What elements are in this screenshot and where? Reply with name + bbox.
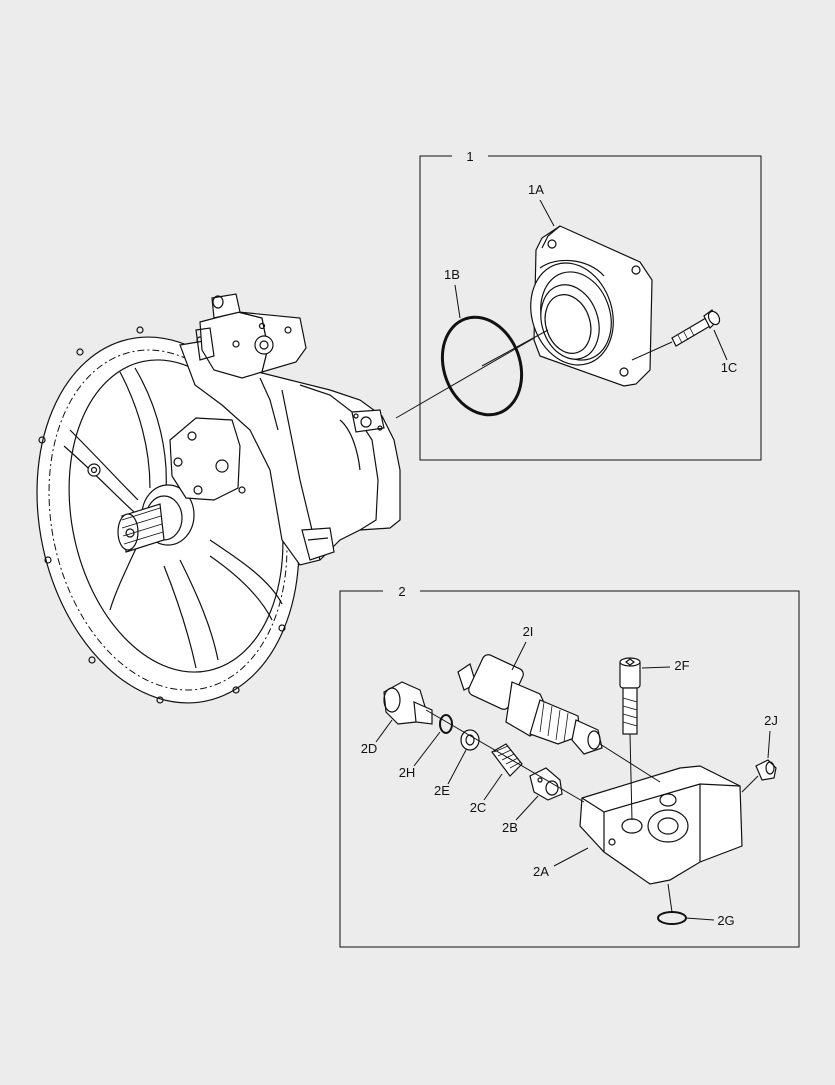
callout-2D: 2D [361,741,378,756]
callout-2G: 2G [717,913,734,928]
leader-2I-axis [599,743,661,783]
callout-2H-leader [413,731,441,767]
part-2I-solenoid-valve [457,654,603,755]
part-1B-o-ring [440,315,524,417]
callout-2I: 2I [523,624,534,639]
part-2E-seat [460,729,480,751]
part-2F-bolt [619,657,641,735]
callout-1C-leader [713,329,728,361]
callout-2C: 2C [470,800,487,815]
part-2H-o-ring [439,714,453,734]
callout-2B-leader [515,795,539,821]
callout-2J-leader [767,730,771,759]
part-1A-cover [530,225,653,387]
part-2J-plug [755,759,777,781]
part-2C-spring [491,743,523,777]
part-2D-plug [383,681,433,725]
regulator-block [195,293,307,379]
group-2-label: 2 [398,584,405,599]
spline-shaft [117,503,165,553]
callout-1B-leader [454,284,461,319]
callout-2F: 2F [674,658,689,673]
callout-2C-leader [483,773,503,801]
group-1-frame [419,155,762,461]
callout-2D-leader [375,719,393,743]
pump-housing [179,339,401,566]
callout-1C: 1C [721,360,738,375]
pilot-pump [169,417,246,501]
main-pump-assembly [36,293,401,704]
part-2B-poppet [529,767,563,801]
callout-2A: 2A [533,864,549,879]
group-2: 2 [339,584,800,948]
callout-2B: 2B [502,820,518,835]
group-1: 1 [395,149,762,461]
part-1C-bolt [671,309,721,347]
callout-2G-leader [685,917,715,921]
callout-2J: 2J [764,713,778,728]
housing-detail-3 [259,377,279,431]
leader-1B-1A [481,329,549,367]
housing-detail-2 [299,384,379,531]
housing-bracket [301,527,335,561]
leader-2D-2A-axis [425,709,585,803]
callout-2A-leader [553,847,589,867]
group-1-label: 1 [466,149,473,164]
callout-2I-leader [511,641,527,671]
callout-2H: 2H [399,765,416,780]
leader-pump-to-group1 [395,329,549,419]
leader-2G-axis [667,883,673,913]
part-2A-valve-block [579,765,743,885]
callout-1A: 1A [528,182,544,197]
housing-port-flange [351,409,385,433]
leader-1C-axis [631,341,673,361]
callout-2E: 2E [434,783,450,798]
group-2-frame [339,590,800,948]
leader-2F-axis [629,733,633,821]
flange-ribs [63,367,283,669]
callout-1B: 1B [444,267,460,282]
callout-2F-leader [641,666,671,669]
leader-2J-axis [741,775,759,793]
callout-2E-leader [447,749,467,785]
callout-1A-leader [539,199,555,227]
flange-bolt [87,463,101,477]
housing-detail-4 [339,419,361,471]
part-2G-o-ring [657,911,687,925]
